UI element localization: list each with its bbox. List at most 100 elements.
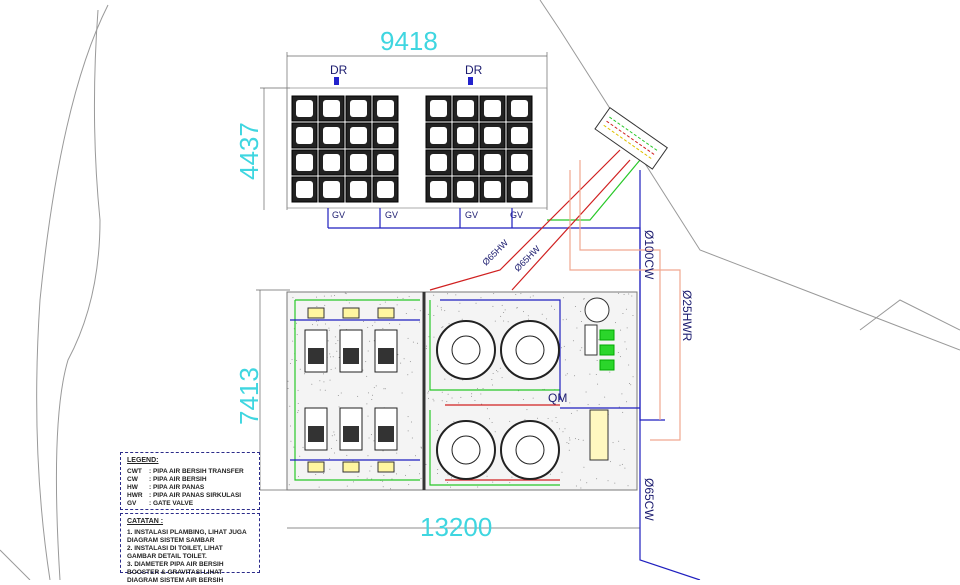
tank-panel-inner <box>323 181 340 198</box>
tank-panel-inner <box>484 127 501 144</box>
notes-box: CATATAN : 1. INSTALASI PLAMBING, LIHAT J… <box>120 513 260 584</box>
booster-unit-icon <box>599 344 615 356</box>
control-panel <box>594 106 668 170</box>
pump-valve <box>342 307 360 319</box>
legend-desc: : PIPA AIR PANAS SIRKULASI <box>149 492 242 499</box>
legend-item: CW : PIPA AIR BERSIH <box>127 476 253 484</box>
tank-panel-inner <box>377 154 394 171</box>
pump-fan <box>378 348 394 364</box>
vessel-manhole <box>451 435 481 465</box>
dim-tank-height: 4437 <box>234 122 264 180</box>
tank-panel-inner <box>484 100 501 117</box>
tank-panel-inner <box>350 127 367 144</box>
corner-line <box>0 549 31 580</box>
drain-valve-icon <box>334 77 339 85</box>
site-boundary-left <box>36 4 109 580</box>
note-item: 1. INSTALASI PLAMBING, LIHAT JUGA DIAGRA… <box>127 529 247 544</box>
dimension-lines <box>256 52 640 529</box>
tank-panel-inner <box>377 127 394 144</box>
tank-panel-inner <box>457 127 474 144</box>
legend-code: CW <box>127 476 138 483</box>
pipe-label-hw-1: Ø65HW <box>480 237 510 267</box>
tank-panel-inner <box>323 154 340 171</box>
tank-panel-inner <box>377 100 394 117</box>
legend-code: GV <box>127 500 137 507</box>
tank-panel-inner <box>511 127 528 144</box>
gv-label: GV <box>385 210 398 220</box>
notes-title: CATATAN : <box>127 518 164 525</box>
tank-panel-inner <box>296 100 313 117</box>
tank-panel-inner <box>457 154 474 171</box>
water-tanks <box>291 95 533 203</box>
pump-fan <box>308 426 324 442</box>
tank-panel-inner <box>484 181 501 198</box>
tank-panel-inner <box>511 100 528 117</box>
pump-valve <box>342 461 360 473</box>
pressure-vessels <box>436 320 560 480</box>
legend-code: CWT <box>127 468 142 475</box>
legend-code: HWR <box>127 492 143 499</box>
dim-tank-width: 9418 <box>380 26 438 56</box>
legend-item: HWR : PIPA AIR PANAS SIRKULASI <box>127 492 253 500</box>
pump-valve <box>377 461 395 473</box>
legend-code: HW <box>127 484 138 491</box>
tank-panel-inner <box>430 100 447 117</box>
meter-label: QM <box>548 391 567 405</box>
tank-panel-inner <box>430 127 447 144</box>
legend-desc: : PIPA AIR BERSIH TRANSFER <box>149 468 244 475</box>
pump-units <box>304 307 398 473</box>
tank-panel-inner <box>350 181 367 198</box>
legend-desc: : GATE VALVE <box>149 500 194 507</box>
tank-panel-inner <box>511 181 528 198</box>
tank-panel-inner <box>296 181 313 198</box>
tank-panel-inner <box>350 154 367 171</box>
tank-panel-inner <box>296 127 313 144</box>
dim-room-width: 13200 <box>420 512 492 542</box>
legend-item: GV : GATE VALVE <box>127 500 253 508</box>
tank-area <box>286 87 548 209</box>
legend-box: LEGEND: CWT : PIPA AIR BERSIH TRANSFER CW… <box>120 452 260 510</box>
meter-panel-icon <box>589 409 609 461</box>
heater-icon <box>584 324 598 356</box>
vessel-manhole <box>451 335 481 365</box>
tank-panel-inner <box>296 154 313 171</box>
note-item: 2. INSTALASI DI TOILET, LIHAT GAMBAR DET… <box>127 545 223 560</box>
tank-panel-inner <box>323 127 340 144</box>
legend-item: HW: PIPA AIR PANAS <box>127 484 253 492</box>
drain-valve-icon <box>468 77 473 85</box>
hot-water-pump-icon <box>584 297 610 323</box>
pump-valve <box>307 307 325 319</box>
tank-panel-inner <box>457 181 474 198</box>
tank-panel-inner <box>350 100 367 117</box>
pipe-label-hwr: Ø25HWR <box>680 290 694 342</box>
tank-panel-inner <box>484 154 501 171</box>
legend-desc: : PIPA AIR BERSIH <box>149 476 207 483</box>
dim-room-height: 7413 <box>234 367 264 425</box>
tank-panel-inner <box>457 100 474 117</box>
pump-valve <box>377 307 395 319</box>
booster-unit-icon <box>599 359 615 371</box>
tank-panel-inner <box>430 181 447 198</box>
drain-label-left: DR <box>330 63 348 77</box>
tank-panel-inner <box>377 181 394 198</box>
gv-label: GV <box>465 210 478 220</box>
pipe-label-cw-down: Ø65CW <box>642 478 656 521</box>
legend-title: LEGEND: <box>127 457 159 464</box>
tank-panel-inner <box>430 154 447 171</box>
tank-panel-inner <box>511 154 528 171</box>
pipe-label-cw-main: Ø100CW <box>642 230 656 280</box>
pipes <box>290 149 701 580</box>
pump-valve <box>307 461 325 473</box>
tank-panel-inner <box>323 100 340 117</box>
vessel-manhole <box>515 435 545 465</box>
gv-label: GV <box>332 210 345 220</box>
note-item: 3. DIAMETER PIPA AIR BERSIH BOOSTER & GR… <box>127 561 224 584</box>
pump-fan <box>378 426 394 442</box>
pump-fan <box>343 348 359 364</box>
pump-fan <box>308 348 324 364</box>
drain-label-right: DR <box>465 63 483 77</box>
vessel-manhole <box>515 335 545 365</box>
pump-fan <box>343 426 359 442</box>
pipe-label-hw-2: Ø65HW <box>512 243 542 273</box>
